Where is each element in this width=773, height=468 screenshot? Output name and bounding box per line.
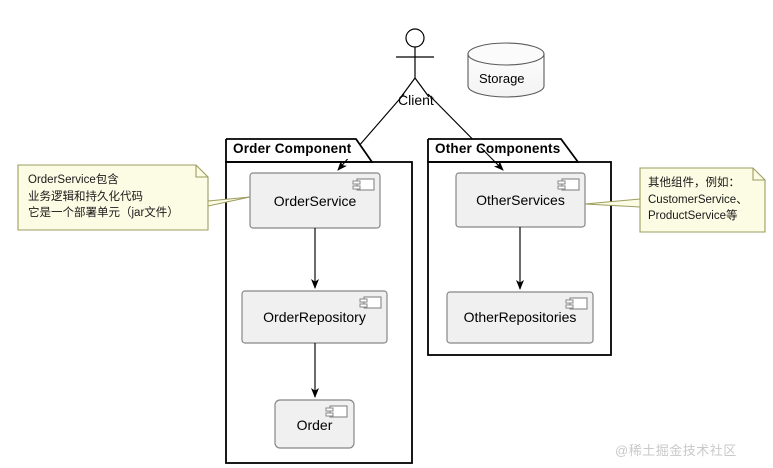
component-other-services[interactable] xyxy=(455,172,586,228)
component-label-order-repository: OrderRepository xyxy=(263,309,366,325)
note-text-other-components: 其他组件，例如： CustomerService、 ProductService… xyxy=(648,177,748,222)
connector-client-otherservices xyxy=(427,93,504,171)
component-icon xyxy=(557,178,580,191)
package-title-other-components: Other Components xyxy=(435,141,561,156)
component-other-repositories[interactable] xyxy=(446,291,594,344)
component-label-order-service: OrderService xyxy=(273,193,357,209)
watermark: @稀土掘金技术社区 xyxy=(615,443,737,458)
component-label-other-repositories: OtherRepositories xyxy=(463,309,577,325)
package-title-order-component: Order Component xyxy=(233,141,352,156)
component-icon xyxy=(352,178,375,191)
component-order-repository[interactable] xyxy=(241,290,388,344)
storage-label: Storage xyxy=(479,71,525,86)
package-order-component[interactable] xyxy=(225,138,413,464)
component-order[interactable] xyxy=(274,399,355,449)
actor-client xyxy=(396,28,434,98)
component-icon xyxy=(359,296,382,309)
actor-client-label: Client xyxy=(398,92,434,108)
component-label-other-services: OtherServices xyxy=(476,192,565,208)
component-icon xyxy=(325,405,348,418)
note-order-service[interactable] xyxy=(17,164,251,231)
package-other-components[interactable] xyxy=(427,138,612,356)
storage-cylinder xyxy=(467,42,545,98)
component-label-order: Order xyxy=(296,417,333,433)
component-order-service[interactable] xyxy=(249,172,381,229)
note-other-components[interactable] xyxy=(584,167,766,233)
component-icon xyxy=(565,297,588,310)
note-text-order-service: OrderService包含 业务逻辑和持久化代码 它是一个部署单元（jar文件… xyxy=(28,174,179,219)
